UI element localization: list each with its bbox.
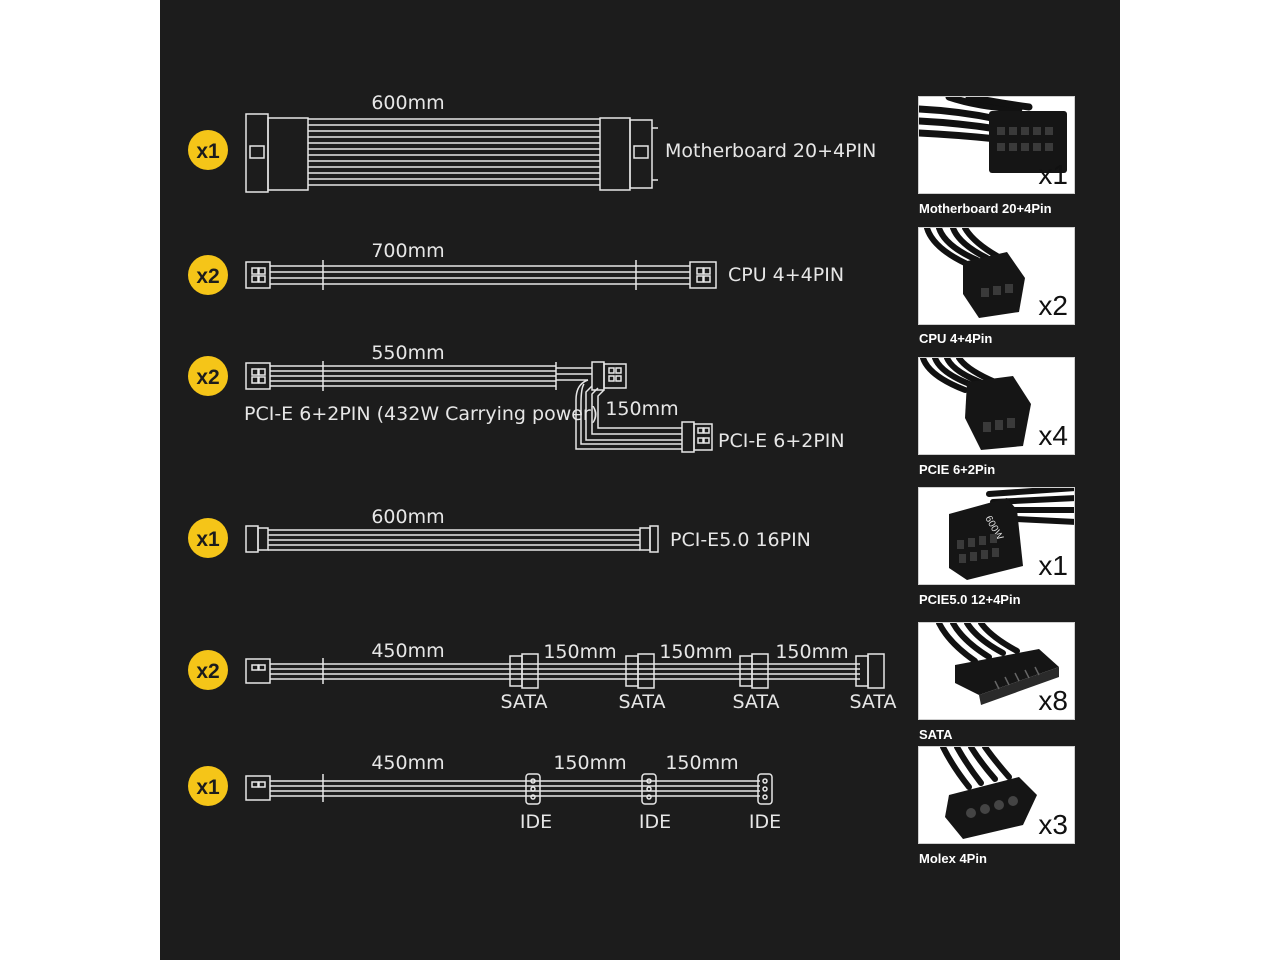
ide-cable-drawing — [245, 773, 773, 805]
cpu-connector-icon — [924, 228, 1025, 318]
thumbnail-count: x3 — [1038, 809, 1068, 840]
motherboard-connector-icon — [919, 97, 1067, 173]
thumbnail-sata: x8 — [918, 622, 1075, 720]
connector-label: SATA — [618, 691, 665, 713]
cable-name: CPU 4+4PIN — [728, 264, 844, 286]
cable-row-ide: x1 450mm 150mm 150mm IDE IDE IDE — [188, 752, 781, 833]
quantity-label: x2 — [196, 660, 219, 683]
connector-label: SATA — [849, 691, 896, 713]
cable-length: 700mm — [371, 240, 444, 262]
cable-row-cpu: x2 700mm CPU 4+4PIN — [188, 240, 844, 295]
thumbnail-count: x1 — [1038, 159, 1068, 190]
connector-label: SATA — [732, 691, 779, 713]
thumbnail-count: x4 — [1038, 420, 1068, 451]
segment-length: 150mm — [659, 641, 732, 663]
quantity-label: x2 — [196, 265, 219, 288]
quantity-badge — [188, 255, 228, 295]
cable-row-motherboard: x1 600mm Motherboard 20+4PIN — [188, 92, 876, 193]
segment-length: 150mm — [775, 641, 848, 663]
thumbnail-caption: SATA — [919, 727, 953, 742]
quantity-badge — [188, 518, 228, 558]
branch-name: PCI-E 6+2PIN — [718, 430, 845, 452]
thumbnail-molex: x3 — [918, 746, 1075, 844]
thumbnail-caption: PCIE 6+2Pin — [919, 462, 996, 477]
quantity-label: x1 — [196, 140, 220, 163]
connector-label: SATA — [500, 691, 547, 713]
pcie5-connector-icon: 600W — [949, 488, 1074, 580]
pcie5-cable-drawing — [245, 525, 659, 553]
thumbnail-caption: CPU 4+4Pin — [919, 331, 993, 346]
cable-length: 550mm — [371, 342, 444, 364]
cable-row-sata: x2 450mm 150mm 150mm 150mm SATA SATA SAT… — [188, 640, 897, 713]
motherboard-cable-drawing — [245, 113, 658, 193]
quantity-badge — [188, 766, 228, 806]
thumbnail-caption: Motherboard 20+4Pin — [919, 201, 1052, 216]
sata-cable-drawing — [245, 653, 885, 689]
cable-name: Motherboard 20+4PIN — [665, 140, 876, 162]
cable-length: 600mm — [371, 92, 444, 114]
quantity-badge — [188, 130, 228, 170]
connector-label: IDE — [749, 811, 781, 833]
quantity-label: x1 — [196, 776, 220, 799]
thumbnail-caption: Molex 4Pin — [919, 851, 987, 866]
thumbnail-pcie5: 600W x1 — [918, 487, 1075, 585]
segment-length: 150mm — [543, 641, 616, 663]
molex-connector-icon — [940, 747, 1037, 839]
cable-name: PCI-E 6+2PIN (432W Carrying power) — [244, 403, 598, 425]
connector-label: IDE — [520, 811, 552, 833]
quantity-label: x2 — [196, 366, 219, 389]
sata-connector-icon — [936, 623, 1059, 705]
quantity-badge — [188, 356, 228, 396]
cable-name: PCI-E5.0 16PIN — [670, 529, 811, 551]
pcie-connector-icon — [920, 358, 1031, 450]
branch-length: 150mm — [605, 398, 678, 420]
quantity-badge — [188, 650, 228, 690]
thumbnail-count: x1 — [1038, 550, 1068, 581]
cable-length: 450mm — [371, 752, 444, 774]
connector-label: IDE — [639, 811, 671, 833]
thumbnail-count: x2 — [1038, 290, 1068, 321]
thumbnail-count: x8 — [1038, 685, 1068, 716]
thumbnail-caption: PCIE5.0 12+4Pin — [919, 592, 1021, 607]
pcie-cable-drawing — [245, 361, 713, 453]
cpu-cable-drawing — [245, 260, 717, 290]
quantity-label: x1 — [196, 528, 220, 551]
thumbnail-cpu: x2 — [918, 227, 1075, 325]
thumbnail-motherboard: x1 — [918, 96, 1075, 194]
thumbnail-pcie: x4 — [918, 357, 1075, 455]
segment-length: 150mm — [665, 752, 738, 774]
segment-length: 150mm — [553, 752, 626, 774]
cable-row-pcie5: x1 600mm PCI-E5.0 16PIN — [188, 506, 811, 558]
cable-row-pcie: x2 550mm PCI-E 6+2PIN (432W Carryin — [188, 342, 845, 453]
cable-length: 450mm — [371, 640, 444, 662]
cable-length: 600mm — [371, 506, 444, 528]
